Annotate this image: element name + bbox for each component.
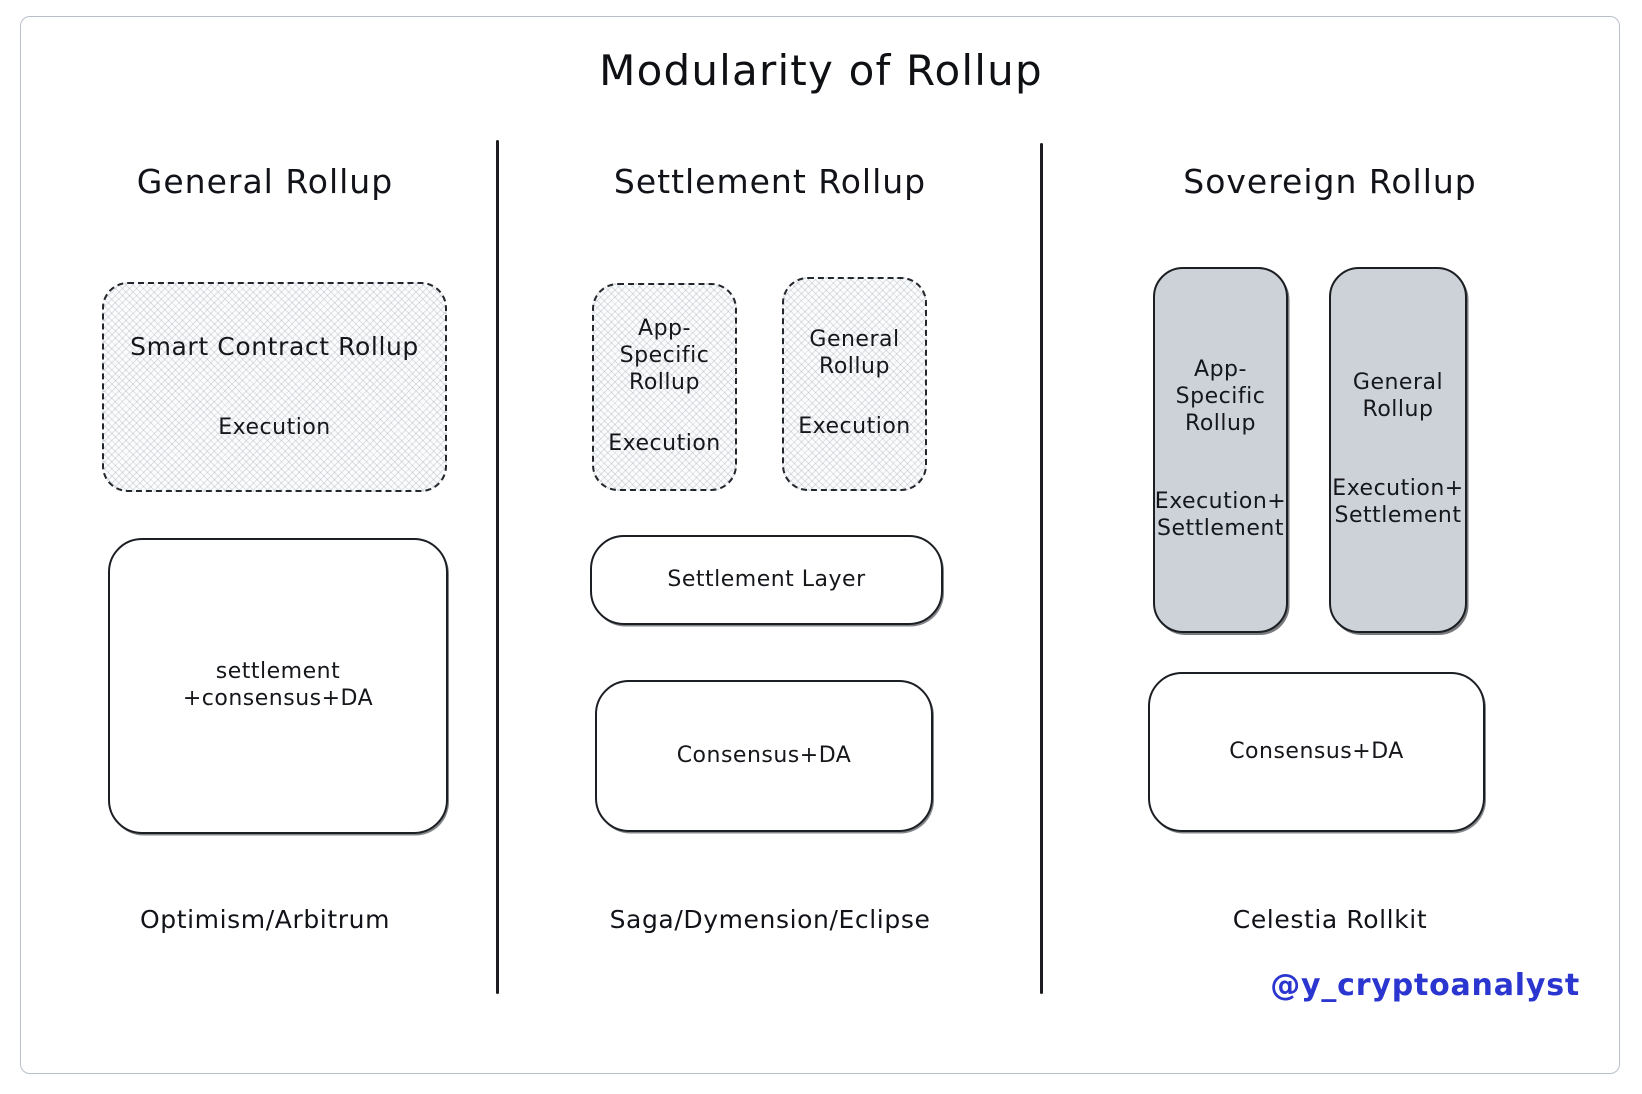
box-settlement-consensus-da: settlement +consensus+DA [108, 538, 448, 834]
column-divider-1 [496, 140, 499, 994]
box-smart-contract-rollup: Smart Contract Rollup Execution [102, 282, 447, 492]
box-title-line-1: General [1352, 370, 1444, 396]
box-sub-line-2: Settlement [1157, 516, 1284, 542]
box-title-line-1: General [809, 326, 900, 352]
box-title-line-2: Rollup [1362, 397, 1434, 423]
box-line-1: Consensus+DA [676, 742, 852, 768]
box-sub-line: Execution [218, 414, 331, 440]
box-line-2: +consensus+DA [182, 686, 374, 711]
box-sub-line-1: Execution+ [1154, 489, 1287, 515]
box-sub-line: Execution [798, 414, 911, 440]
box-title-line: Smart Contract Rollup [130, 332, 419, 362]
box-general-rollup-sovereign: General Rollup Execution+ Settlement [1329, 267, 1467, 633]
column-footer-general: Optimism/Arbitrum [139, 905, 391, 934]
diagram-title: Modularity of Rollup [599, 46, 1043, 95]
column-heading-sovereign: Sovereign Rollup [1183, 162, 1477, 201]
author-signature: @y_cryptoanalyst [1270, 968, 1580, 1003]
column-sovereign-rollup: Sovereign Rollup App-Specific Rollup Exe… [1060, 0, 1600, 1094]
box-sub-line-1: Execution+ [1332, 476, 1464, 501]
column-general-rollup: General Rollup Smart Contract Rollup Exe… [40, 0, 490, 1094]
box-title-line-2: Rollup [819, 353, 890, 379]
column-divider-2 [1040, 143, 1043, 994]
box-general-rollup-settlement: General Rollup Execution [782, 277, 927, 491]
box-sub-line: Execution [608, 430, 721, 456]
page-frame [20, 16, 1620, 1074]
box-title-line-1: App-Specific [619, 316, 710, 369]
box-consensus-da-sovereign: Consensus+DA [1148, 672, 1485, 832]
column-heading-general: General Rollup [136, 162, 394, 201]
box-title-line-2: Rollup [629, 370, 700, 395]
column-footer-settlement: Saga/Dymension/Eclipse [609, 905, 931, 934]
box-settlement-layer: Settlement Layer [590, 535, 943, 625]
box-line-1: settlement [215, 659, 341, 685]
column-heading-settlement: Settlement Rollup [613, 162, 927, 201]
column-footer-sovereign: Celestia Rollkit [1232, 905, 1428, 934]
box-title-line-2: Rollup [1185, 410, 1256, 436]
box-title-line-1: App-Specific [1175, 356, 1266, 409]
box-line-1: Consensus+DA [1229, 738, 1404, 764]
column-settlement-rollup: Settlement Rollup App-Specific Rollup Ex… [510, 0, 1030, 1094]
box-line-1: Settlement Layer [667, 566, 866, 592]
box-app-specific-rollup-settlement: App-Specific Rollup Execution [592, 283, 737, 491]
box-sub-line-2: Settlement [1334, 502, 1462, 528]
box-consensus-da-settlement: Consensus+DA [595, 680, 933, 832]
box-app-specific-rollup-sovereign: App-Specific Rollup Execution+ Settlemen… [1153, 267, 1288, 633]
